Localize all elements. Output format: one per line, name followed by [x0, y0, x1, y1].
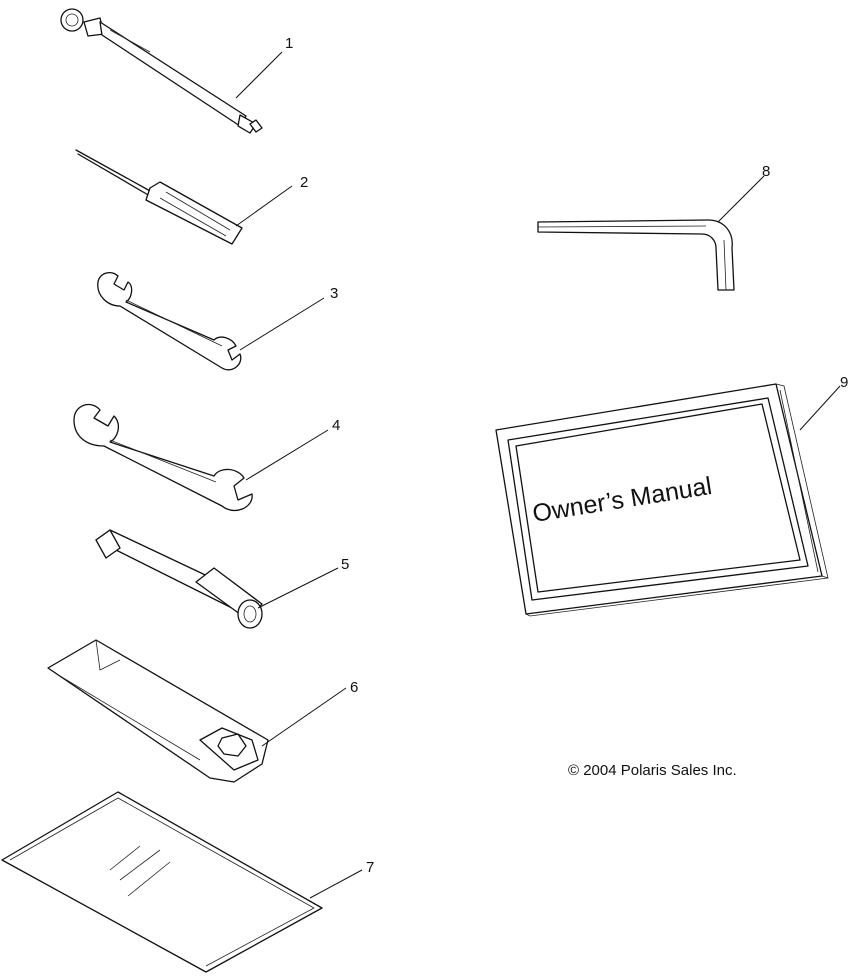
callout-3: 3 [330, 285, 338, 302]
large-wrench-drawing [73, 403, 253, 511]
leader-line-2 [235, 185, 293, 227]
leader-line-9 [799, 385, 841, 431]
callout-8: 8 [762, 163, 770, 180]
leader-line-4 [245, 429, 329, 481]
callout-9: 9 [840, 374, 848, 391]
leader-line-1 [235, 51, 283, 99]
callout-6: 6 [350, 679, 358, 696]
leader-lines [235, 51, 841, 899]
callout-7: 7 [366, 859, 374, 876]
spark-plug-socket-drawing [95, 529, 263, 629]
copyright-notice: © 2004 Polaris Sales Inc. [568, 762, 737, 779]
leader-line-3 [239, 297, 325, 351]
callout-5: 5 [341, 556, 349, 573]
callout-4: 4 [332, 417, 340, 434]
small-wrench-drawing [97, 271, 242, 371]
callout-numbers: 1 2 3 4 5 6 7 8 9 [285, 35, 848, 876]
callout-1: 1 [285, 35, 293, 52]
spanner-tool-drawing [47, 639, 269, 783]
leader-line-8 [717, 175, 765, 223]
owners-manual-drawing: Owner’s Manual [495, 383, 829, 617]
tire-gauge-drawing [60, 8, 263, 134]
screwdriver-drawing [75, 149, 243, 245]
leader-line-7 [309, 869, 363, 899]
hex-key-drawing [537, 219, 735, 291]
tool-pouch-drawing [1, 791, 323, 973]
leader-line-6 [261, 687, 347, 747]
leader-line-5 [257, 567, 339, 609]
callout-2: 2 [300, 174, 308, 191]
